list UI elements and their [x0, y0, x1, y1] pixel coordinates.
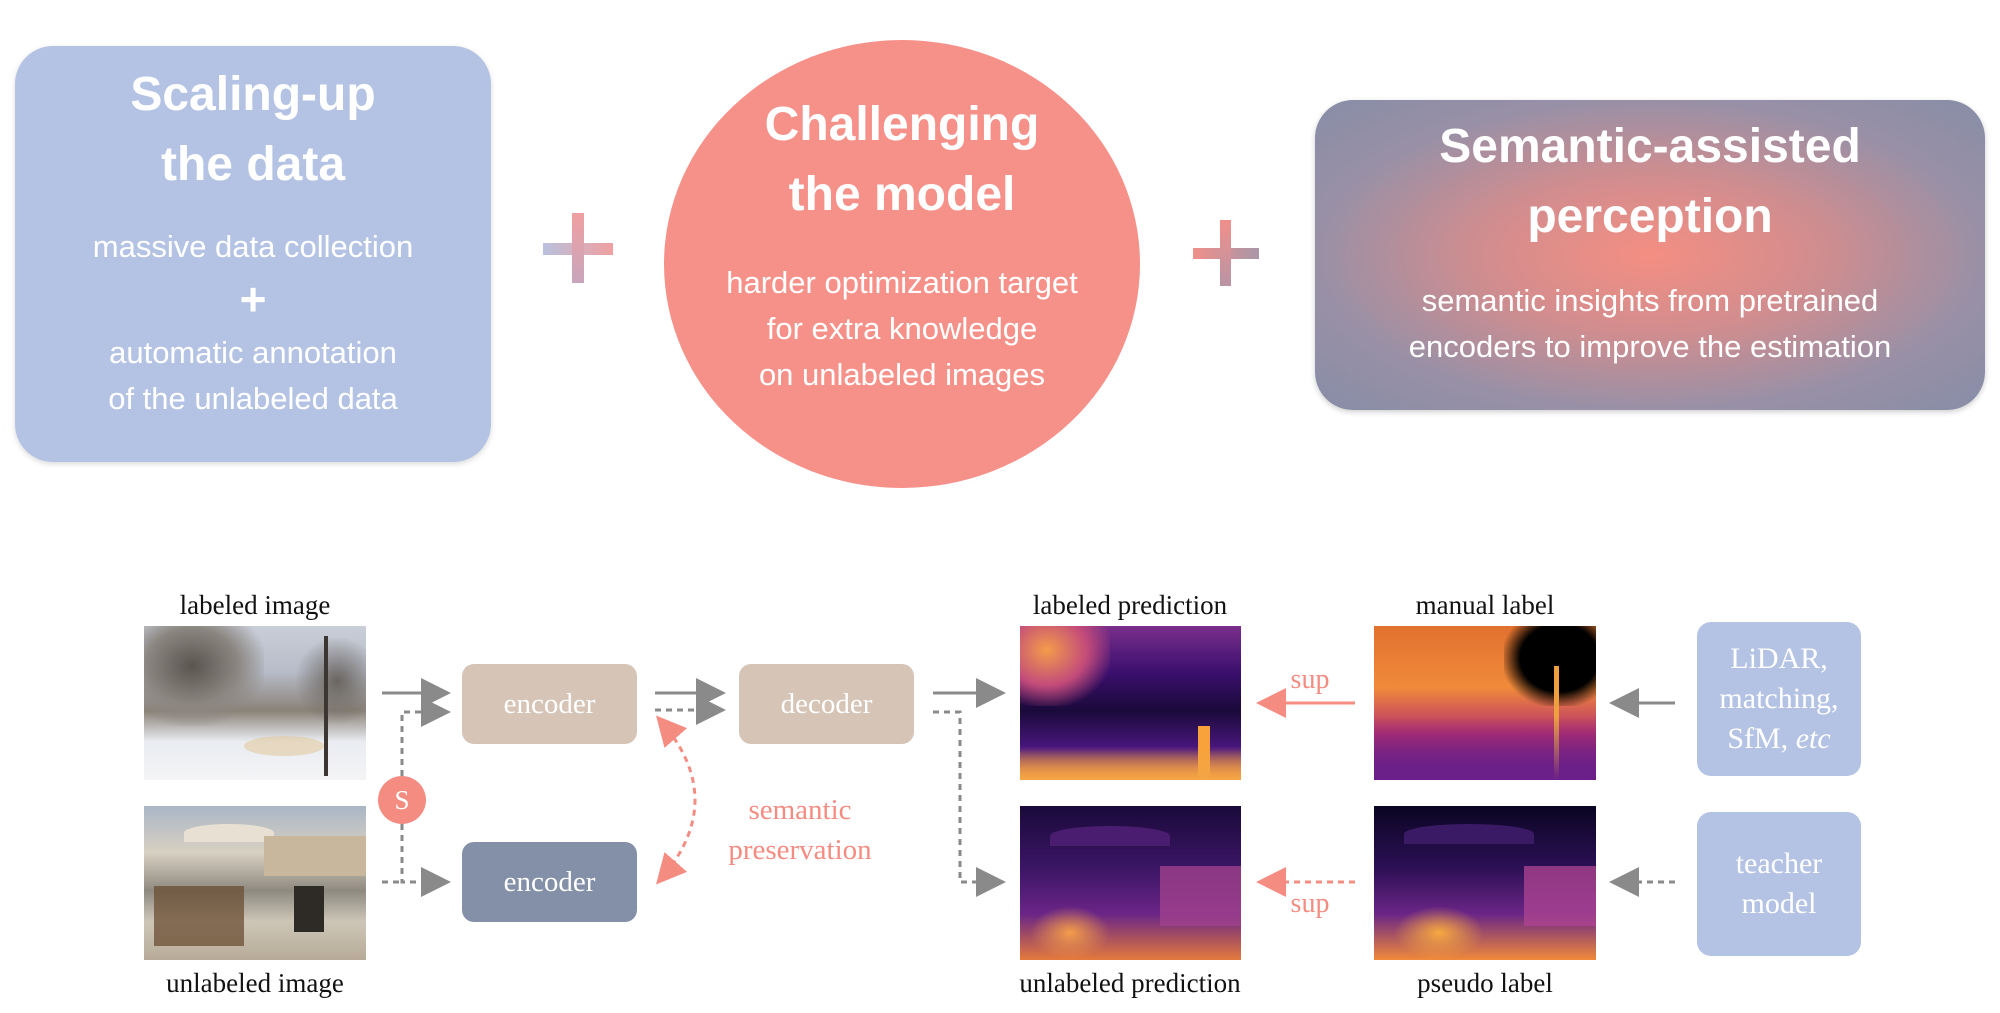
encoder-top: encoder	[462, 664, 637, 744]
semantic-title-line2: perception	[1527, 190, 1773, 243]
model-desc-line3: on unlabeled images	[758, 357, 1046, 392]
labeled-prediction-image	[1020, 626, 1241, 780]
lidar-line2: matching,	[1719, 682, 1839, 715]
manual-label-label: manual label	[1415, 590, 1555, 620]
semantic-line1: semantic	[748, 794, 852, 826]
scaling-desc-line3: of the unlabeled data	[108, 381, 398, 416]
semantic-preservation-curved-arrow	[656, 715, 697, 885]
s-to-encoder-bottom-dashed-arrow	[400, 824, 451, 897]
scaling-title-line2: the data	[160, 138, 346, 191]
teacher-line1: teacher	[1735, 847, 1823, 880]
teacher-line2: model	[1741, 887, 1817, 920]
scaling-desc-line2: automatic annotation	[109, 335, 397, 370]
lidar-line3-prefix: SfM,	[1727, 722, 1796, 755]
sup-top-label: sup	[1290, 664, 1330, 695]
semantic-preservation-label: semantic preservation	[700, 790, 900, 870]
semantic-assisted-box: Semantic-assisted perception semantic in…	[1315, 100, 1985, 410]
encoder-bottom: encoder	[462, 842, 637, 922]
manual-label-image	[1374, 626, 1596, 780]
semantic-line2: preservation	[728, 834, 872, 866]
lidar-line3-italic: etc	[1795, 722, 1831, 755]
semantic-desc-line1: semantic insights from pretrained	[1421, 283, 1879, 318]
model-title-line1: Challenging	[764, 98, 1040, 151]
labeled-prediction-label: labeled prediction	[1032, 590, 1228, 620]
s-to-encoder-dashed-arrow	[400, 697, 451, 776]
decoder-to-unlabeled-prediction-dashed-arrow	[933, 710, 1006, 897]
unlabeled-prediction-label: unlabeled prediction	[1019, 968, 1241, 998]
scaling-title-line1: Scaling-up	[130, 68, 376, 121]
semantic-title-line1: Semantic-assisted	[1439, 120, 1861, 173]
challenging-model-circle: Challenging the model harder optimizatio…	[664, 40, 1140, 488]
unlabeled-image	[144, 806, 366, 960]
unlabeled-prediction-image	[1020, 806, 1241, 960]
scaling-plus: +	[239, 273, 267, 325]
decoder: decoder	[739, 664, 914, 744]
pseudo-label-label: pseudo label	[1417, 968, 1553, 998]
semantic-desc-line2: encoders to improve the estimation	[1408, 329, 1892, 364]
teacher-model-box: teacher model	[1697, 812, 1861, 956]
plus-icon-2	[1193, 220, 1259, 286]
labeled-image-label: labeled image	[179, 590, 331, 620]
model-title-line2: the model	[788, 168, 1016, 221]
lidar-line3: SfM, etc	[1727, 719, 1830, 759]
pseudo-label-image	[1374, 806, 1596, 960]
sup-bottom-label: sup	[1290, 888, 1330, 919]
lidar-source-box: LiDAR, matching, SfM, etc	[1697, 622, 1861, 776]
scaling-desc-line1: massive data collection	[92, 229, 414, 264]
stop-gradient-s-icon: S	[378, 776, 426, 824]
model-desc-line2: for extra knowledge	[766, 311, 1038, 346]
labeled-image	[144, 626, 366, 780]
model-desc-line1: harder optimization target	[726, 265, 1078, 300]
unlabeled-image-label: unlabeled image	[166, 968, 344, 998]
scaling-up-box: Scaling-up the data massive data collect…	[15, 46, 491, 462]
lidar-line1: LiDAR,	[1730, 642, 1828, 675]
plus-icon-1	[543, 213, 613, 283]
